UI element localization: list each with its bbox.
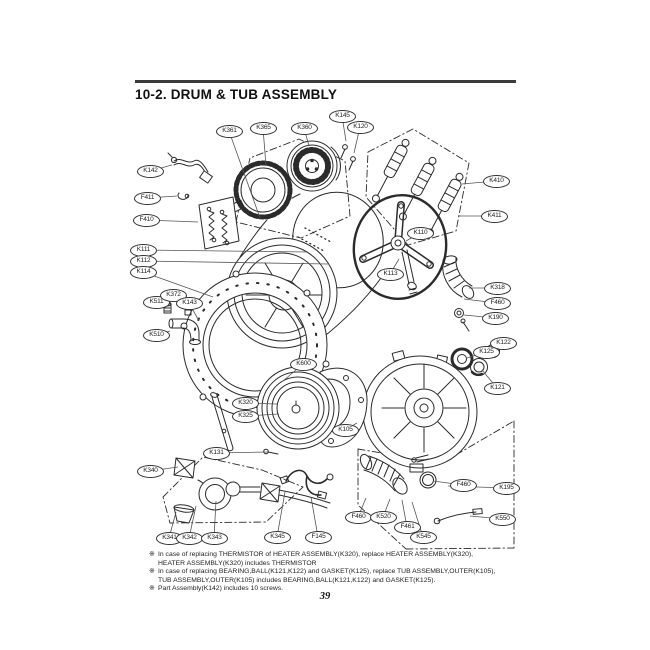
part-callout-33-k122: K122 [490, 337, 517, 350]
part-callout-20-k342: K342 [176, 532, 203, 545]
spring-parts [198, 196, 240, 250]
note-bullet: ※ [149, 585, 155, 593]
footnotes: ※In case of replacing THERMISTOR of HEAT… [149, 551, 529, 594]
note-bullet: ※ [149, 568, 155, 576]
part-callout-35-k121: K121 [484, 382, 511, 395]
part-callout-39-f460: F460 [345, 511, 372, 524]
note-text: In case of replacing BEARING,BALL(K121,K… [158, 568, 496, 576]
pump-parts [173, 448, 331, 524]
part-callout-40-k520: K520 [370, 511, 397, 524]
part-callout-24-k600: K600 [290, 358, 317, 371]
part-callout-17-k340: K340 [137, 465, 164, 478]
part-callout-15-k143: K143 [176, 297, 203, 310]
part-callout-29-k113: K113 [377, 268, 404, 281]
note-bullet: ※ [149, 551, 155, 558]
part-callout-28-k110: K110 [407, 227, 434, 240]
part-callout-8-f411: F411 [134, 192, 161, 205]
part-callout-34-k125: K125 [473, 346, 500, 359]
tub-rear-part [362, 350, 478, 473]
note-text: HEATER ASSEMBLY(K320) includes THERMISTO… [158, 559, 317, 567]
note-bullet [149, 577, 158, 586]
note-text: Part Assembly(K142) includes 10 screws. [158, 585, 284, 593]
part-callout-38-k550: K550 [489, 513, 516, 526]
part-callout-25-k320: K320 [232, 397, 259, 410]
part-callout-32-k190: K190 [482, 312, 509, 325]
section-title: 10-2. DRUM & TUB ASSEMBLY [135, 87, 338, 102]
part-callout-42-k545: K545 [410, 531, 437, 544]
note-bullet [149, 560, 158, 569]
part-callout-12-k114: K114 [130, 266, 157, 279]
part-callout-23-f145: F145 [305, 531, 332, 544]
part-callout-3-k145: K145 [329, 110, 356, 123]
note-text: In case of replacing THERMISTOR of HEATE… [158, 551, 474, 558]
part-callout-7-k142: K142 [137, 165, 164, 178]
part-callout-31-f460: F460 [484, 297, 511, 310]
part-callout-9-f410: F410 [133, 214, 160, 227]
part-callout-2-k360: K360 [291, 122, 318, 135]
part-callout-5-k410: K410 [483, 175, 510, 188]
part-callout-4-k120: K120 [347, 121, 374, 134]
part-callout-1-k365: K365 [250, 122, 277, 135]
part-callout-22-k345: K345 [264, 531, 291, 544]
part-callout-27-k105: K105 [332, 424, 359, 437]
part-callout-18-k131: K131 [203, 447, 230, 460]
header-rule [135, 80, 516, 83]
part-callout-30-k318: K318 [484, 282, 511, 295]
harness-parts [167, 152, 334, 500]
spider-part [352, 193, 448, 301]
part-callout-21-k343: K343 [201, 532, 228, 545]
part-callout-41-f461: F461 [394, 521, 421, 534]
part-callout-16-k510: K510 [143, 329, 170, 342]
part-callout-26-k325: K325 [232, 410, 259, 423]
rotor-part [286, 140, 356, 192]
stator-part [225, 160, 293, 220]
part-callout-36-f460: F460 [450, 479, 477, 492]
hose-parts [359, 255, 483, 525]
part-callout-6-k411: K411 [481, 210, 508, 223]
part-callout-37-k195: K195 [493, 482, 520, 495]
page-number: 39 [319, 591, 331, 602]
note-text: TUB ASSEMBLY,OUTER(K105) includes BEARIN… [158, 576, 436, 584]
damper-parts [371, 138, 464, 237]
part-callout-0-k361: K361 [216, 125, 243, 138]
